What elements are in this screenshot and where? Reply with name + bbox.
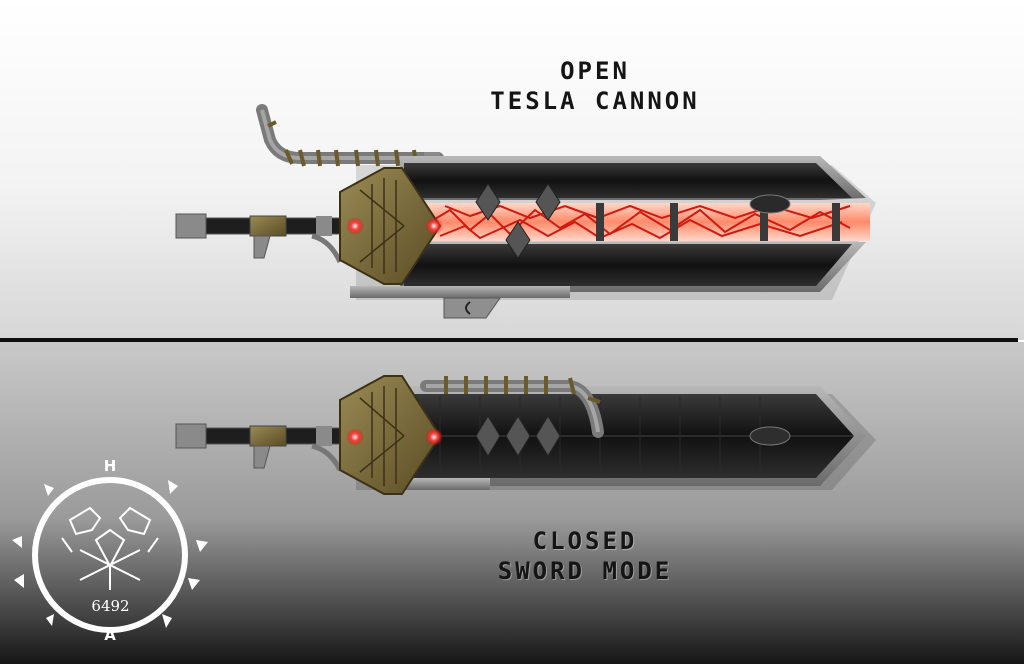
closed-caption-line1: CLOSED [532,527,638,555]
artist-emblem [12,477,208,633]
closed-right-eye-light [425,428,443,446]
closed-mode-caption: CLOSED SWORD MODE [420,526,750,586]
open-mode-caption: OPEN TESLA CANNON [430,56,760,116]
open-blade-lower [404,244,852,286]
emblem-bottom-letter: A [104,626,116,644]
emblem-figure [61,506,159,590]
open-pommel [175,213,207,239]
closed-pommel [175,423,207,449]
closed-left-eye-light [346,428,364,446]
open-caption-line1: OPEN [560,57,630,85]
closed-caption-line2: SWORD MODE [497,557,673,585]
closed-blade-studs [475,415,561,457]
emblem-marks [12,480,208,628]
open-blade-studs [475,183,561,259]
emblem-code: 6492 [91,597,130,615]
open-bronze-guard [339,167,442,285]
open-blade-upper [404,163,852,198]
closed-bronze-guard [339,375,442,495]
open-lower-frame [350,286,570,298]
emblem-top-letter: H [103,457,117,475]
emblem-ring [32,477,188,633]
open-caption-line2: TESLA CANNON [490,87,700,115]
closed-rail-bands [444,376,601,404]
panel-divider [0,338,1018,342]
open-left-eye-light [346,217,364,235]
closed-weapon [175,375,876,495]
open-weapon [175,104,876,319]
open-right-eye-light [425,217,443,235]
